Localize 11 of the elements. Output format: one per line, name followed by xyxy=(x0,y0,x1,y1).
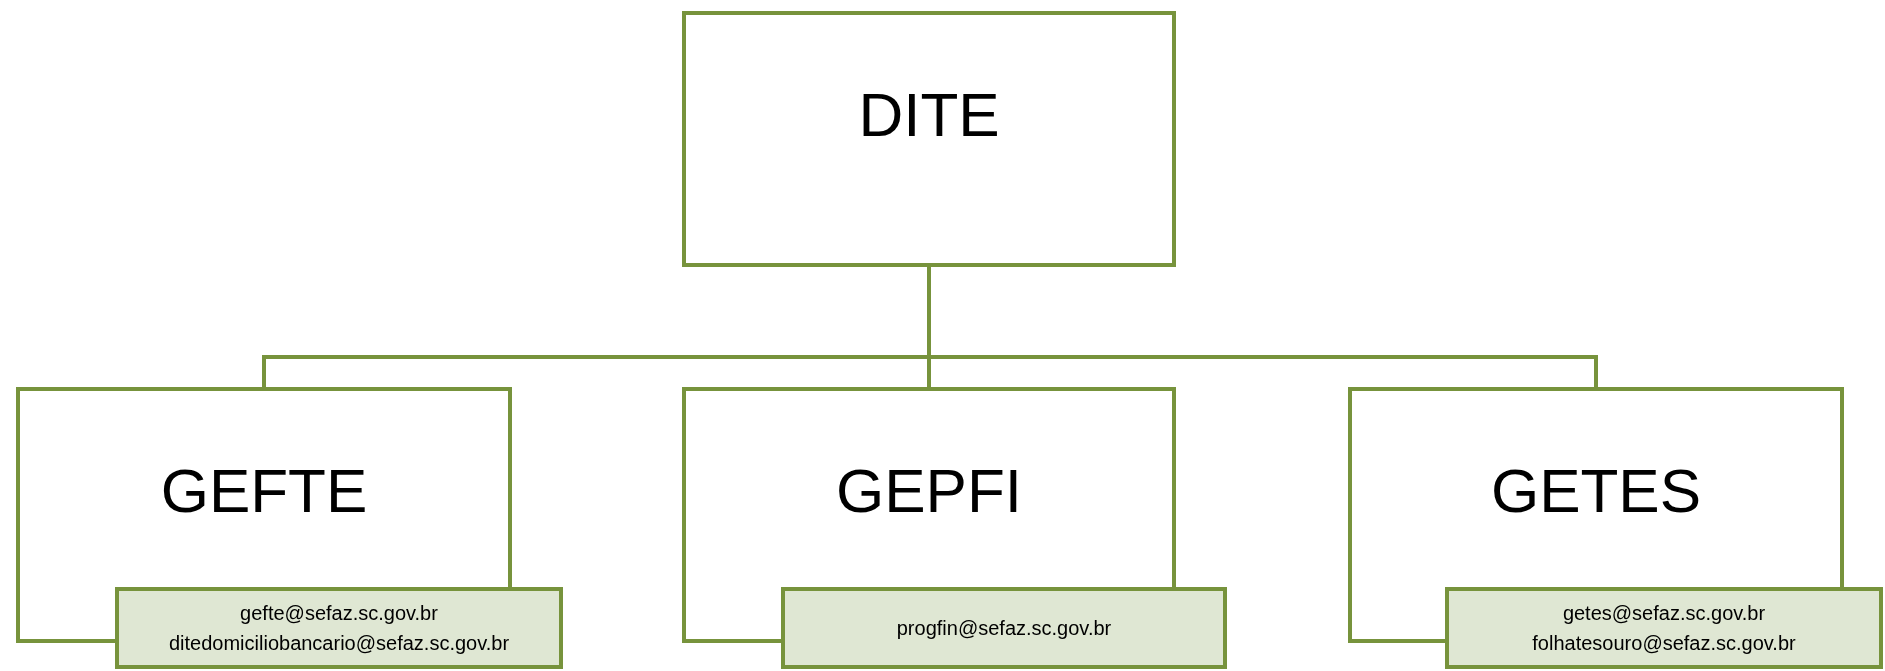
email-tooltip xyxy=(781,587,1227,669)
email-tooltip xyxy=(115,587,563,669)
unit-name: GEPFI xyxy=(836,460,1022,522)
email-address: progfin@sefaz.sc.gov.br xyxy=(896,616,1112,641)
email-tooltip xyxy=(1445,587,1883,669)
unit-name: DITE xyxy=(858,84,1000,146)
unit-name: GETES xyxy=(1490,460,1702,522)
email-address: getes@sefaz.sc.gov.br folhatesouro@sefaz.sc.gov.br xyxy=(1531,601,1797,656)
email-address: gefte@sefaz.sc.gov.br ditedomiciliobancario@sefaz.sc.gov.br xyxy=(167,601,511,656)
org-unit-box xyxy=(682,11,1176,267)
unit-name: GEFTE xyxy=(160,460,368,522)
